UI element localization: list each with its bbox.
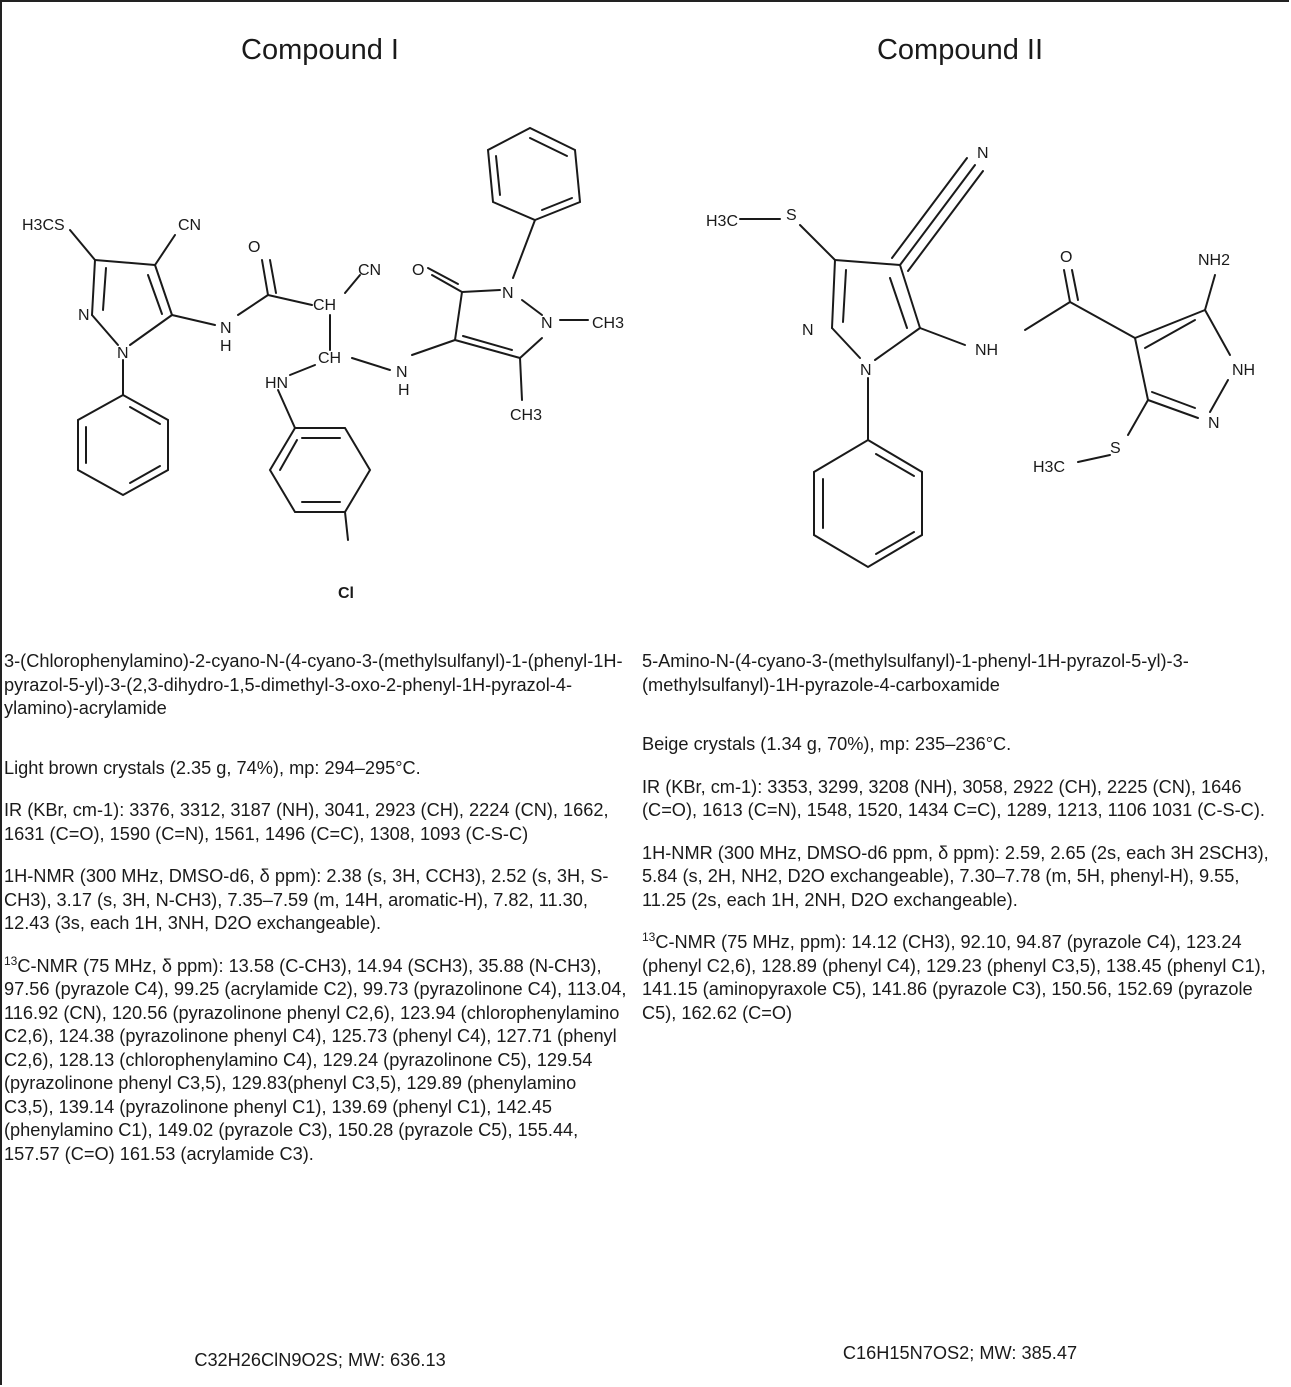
- label-n-2: N: [117, 345, 129, 362]
- compound-1-name: 3-(Chlorophenylamino)-2-cyano-N-(4-cyano…: [4, 651, 623, 718]
- label-n-3: N: [502, 285, 514, 302]
- label-n-1: N: [802, 322, 814, 339]
- label-cl: Cl: [338, 585, 354, 602]
- label-n-nitrile: N: [977, 145, 989, 162]
- compound-1-title: Compound I: [241, 34, 399, 66]
- compound-2-cnmr-sup: 13: [642, 929, 656, 944]
- compound-2-formula: C16H15N7OS2; MW: 385.47: [842, 1343, 1078, 1363]
- compound-2-appearance: Beige crystals (1.34 g, 70%), mp: 235–23…: [642, 734, 1012, 754]
- label-n-ring: N: [1208, 415, 1220, 432]
- label-nh-1-n: N: [220, 320, 232, 337]
- label-o-1: O: [248, 239, 260, 256]
- compound-2-title: Compound II: [876, 34, 1044, 66]
- compound-2-cnmr-body: C-NMR (75 MHz, ppm): 14.12 (CH3), 92.10,…: [642, 932, 1266, 1023]
- label-nh-ring: NH: [1232, 362, 1255, 379]
- compound-2-column: Compound II: [640, 0, 1280, 1387]
- label-n-2: N: [860, 362, 872, 379]
- label-nh2: NH2: [1198, 252, 1230, 269]
- compound-2-hnmr: 1H-NMR (300 MHz, DMSO-d6 ppm, δ ppm): 2.…: [642, 842, 1269, 910]
- compound-1-cnmr: 13C-NMR (75 MHz, δ ppm): 13.58 (C-CH3), …: [4, 953, 629, 1167]
- label-n-1: N: [78, 307, 90, 324]
- compound-2-text: 5-Amino-N-(4-cyano-3-(methylsulfanyl)-1-…: [642, 650, 1282, 1044]
- compound-2-ir: IR (KBr, cm-1): 3353, 3299, 3208 (NH), 3…: [642, 776, 1265, 821]
- label-nh: NH: [975, 342, 998, 359]
- label-cn-1: CN: [178, 217, 201, 234]
- compound-1-cnmr-body: C-NMR (75 MHz, δ ppm): 13.58 (C-CH3), 14…: [4, 955, 627, 1164]
- label-hn: HN: [265, 375, 288, 392]
- compound-1-formula: C32H26ClN9O2S; MW: 636.13: [194, 1350, 446, 1370]
- label-nh-2-n: N: [396, 364, 408, 381]
- label-h3c-2: H3C: [1033, 459, 1065, 476]
- compound-1-structure: H3CS CN N N N H O CH CN CH HN N H O N N …: [22, 126, 624, 602]
- compound-1-ir: IR (KBr, cm-1): 3376, 3312, 3187 (NH), 3…: [4, 800, 609, 844]
- label-ch3-a: CH3: [592, 315, 624, 332]
- compound-1-column: Compound I: [0, 0, 640, 1387]
- compound-1-hnmr: 1H-NMR (300 MHz, DMSO-d6, δ ppm): 2.38 (…: [4, 866, 609, 933]
- label-nh-1-h: H: [220, 338, 232, 355]
- label-ch-2: CH: [318, 350, 341, 367]
- compound-1-text: 3-(Chlorophenylamino)-2-cyano-N-(4-cyano…: [4, 650, 629, 1185]
- compound-2-name: 5-Amino-N-(4-cyano-3-(methylsulfanyl)-1-…: [642, 651, 1189, 695]
- label-h3cs: H3CS: [22, 217, 65, 234]
- label-s-1: S: [786, 207, 797, 224]
- compound-2-cnmr: 13C-NMR (75 MHz, ppm): 14.12 (CH3), 92.1…: [642, 931, 1282, 1025]
- label-h3c-1: H3C: [706, 213, 738, 230]
- compound-1-cnmr-sup: 13: [4, 953, 18, 968]
- compound-2-structure: H3C S N N N NH O NH2 NH N S H3C: [706, 145, 1255, 569]
- label-o-2: O: [412, 262, 424, 279]
- label-s-2: S: [1110, 440, 1121, 457]
- label-n-4: N: [541, 315, 553, 332]
- label-nh-2-h: H: [398, 382, 410, 399]
- compound-1-appearance: Light brown crystals (2.35 g, 74%), mp: …: [4, 757, 421, 778]
- label-ch3-b: CH3: [510, 407, 542, 424]
- label-o: O: [1060, 249, 1072, 266]
- label-ch-1: CH: [313, 297, 336, 314]
- label-cn-2: CN: [358, 262, 381, 279]
